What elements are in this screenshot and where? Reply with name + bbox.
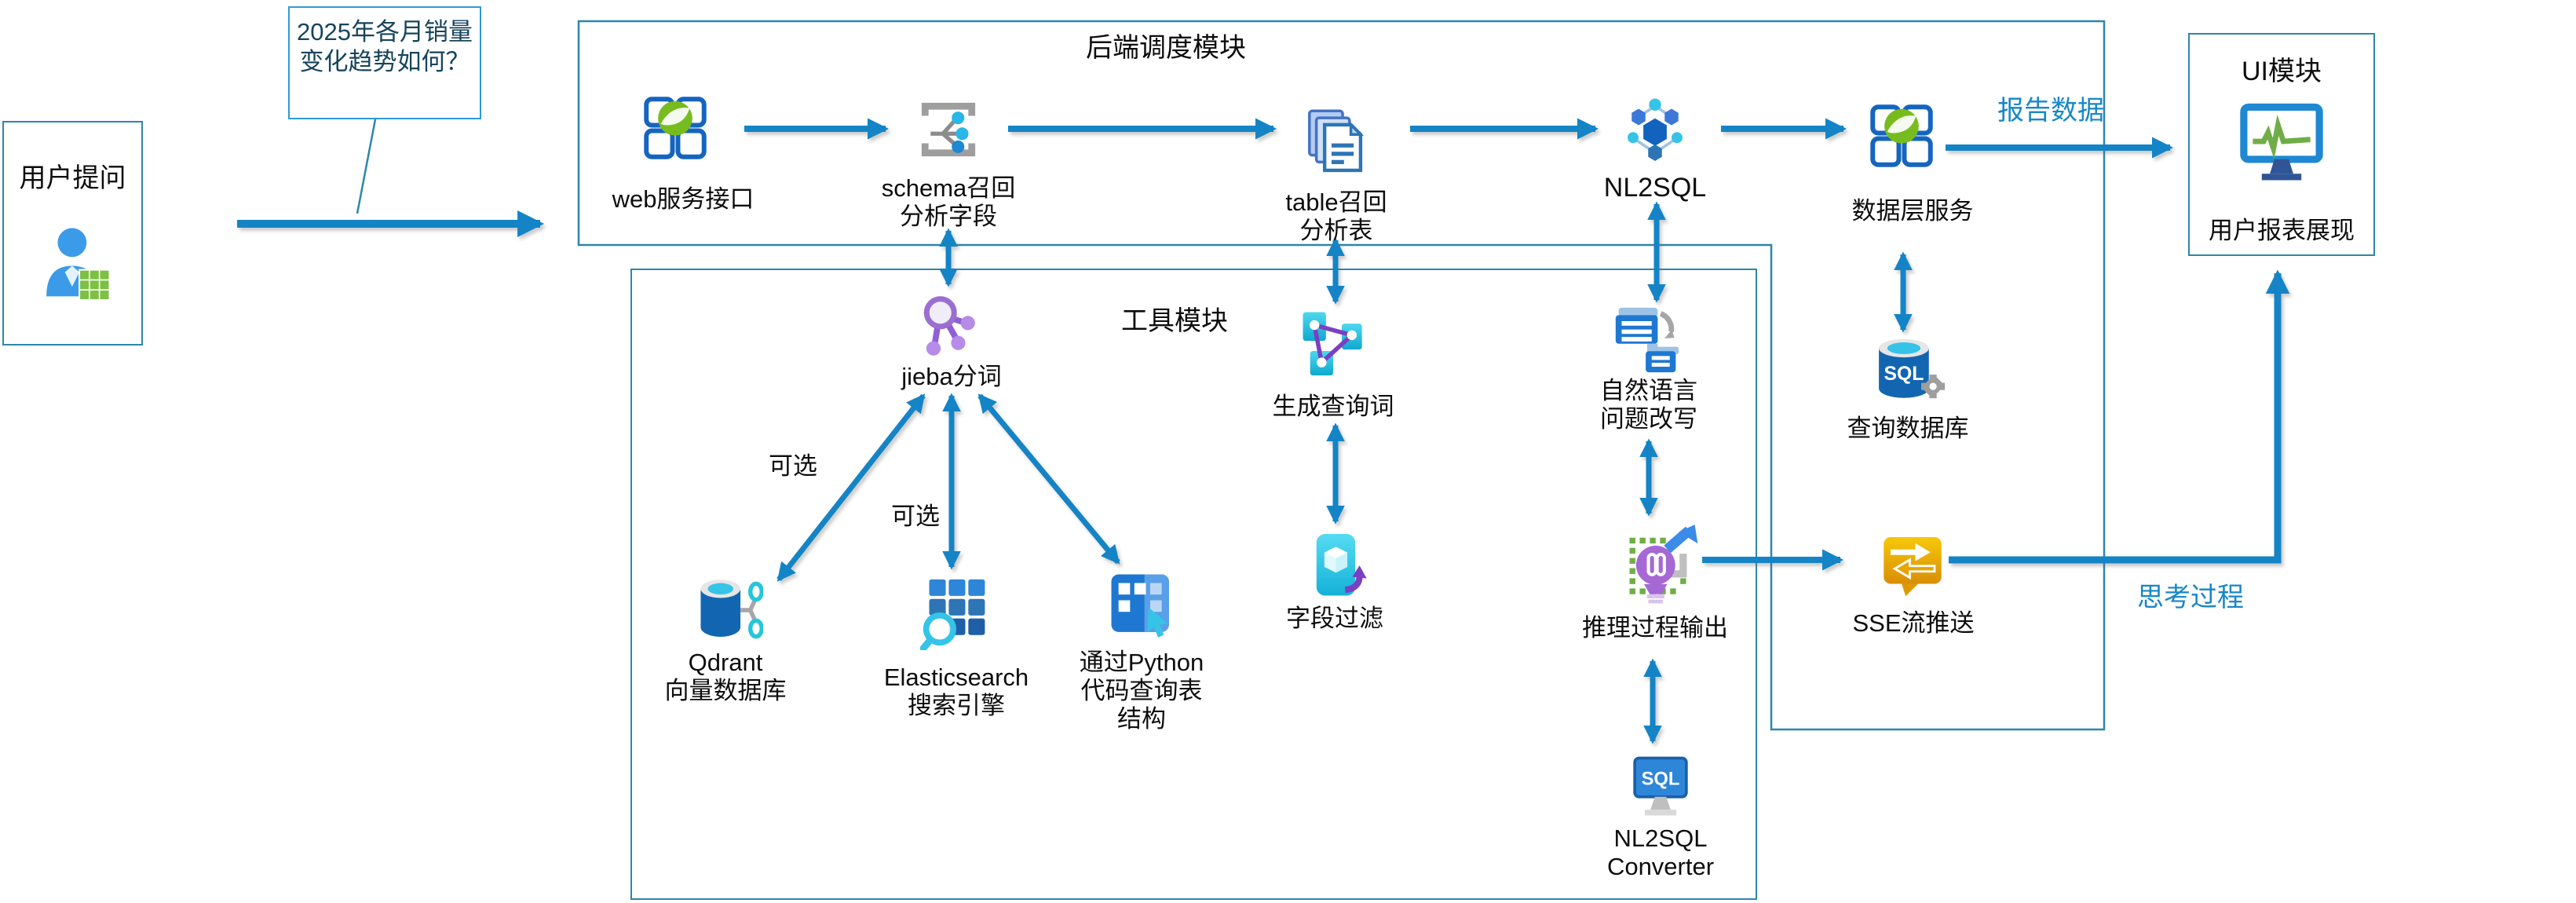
- querydb-label: 查询数据库: [1847, 415, 1969, 442]
- schema-recall-label-1: schema召回: [881, 174, 1016, 202]
- qdrant-label-2: 向量数据库: [664, 677, 787, 704]
- data-layer-spring-icon: [1869, 103, 1935, 169]
- sse-stream-icon: [1880, 531, 1946, 598]
- ui-module-title: UI模块: [2242, 57, 2322, 86]
- field-filter-label: 字段过滤: [1286, 605, 1383, 632]
- schema-recall-label-2: 分析字段: [900, 203, 997, 230]
- sse-label: SSE流推送: [1852, 609, 1975, 637]
- web-service-label: web服务接口: [612, 185, 755, 213]
- elasticsearch-label-2: 搜索引擎: [908, 692, 1005, 719]
- querygen-label: 生成查询词: [1272, 393, 1394, 420]
- table-recall-documents-icon: [1303, 107, 1371, 176]
- report-data-edge-label: 报告数据: [1997, 96, 2104, 126]
- elasticsearch-label-1: Elasticsearch: [883, 664, 1029, 691]
- qdrant-vector-db-icon: [689, 573, 763, 647]
- reasoning-label: 推理过程输出: [1582, 614, 1728, 642]
- query-database-sql-icon: SQL: [1873, 335, 1946, 404]
- python-table-cursor-icon: [1107, 570, 1176, 639]
- table-recall-label-1: table召回: [1285, 188, 1387, 216]
- user-person-icon: [42, 225, 112, 307]
- data-layer-label: 数据层服务: [1851, 197, 1974, 225]
- table-recall-label-2: 分析表: [1299, 217, 1373, 244]
- reasoning-output-bulb-icon: [1625, 521, 1701, 606]
- converter-label-1: NL2SQL: [1613, 824, 1708, 852]
- question-callout: 2025年各月销量变化趋势如何？: [288, 6, 481, 119]
- query-word-generation-icon: [1299, 308, 1368, 377]
- python-query-label-1: 通过Python: [1079, 649, 1204, 676]
- ui-module-box: [2188, 33, 2375, 256]
- nl2sql-label: NL2SQL: [1603, 173, 1707, 203]
- optional-label-1: 可选: [769, 452, 817, 480]
- qdrant-label-1: Qdrant: [688, 649, 763, 676]
- converter-label-2: Converter: [1606, 853, 1715, 880]
- elasticsearch-search-icon: [920, 575, 992, 650]
- svg-text:SQL: SQL: [1642, 769, 1680, 789]
- field-filter-icon: [1306, 531, 1372, 603]
- ui-monitor-chart-icon: [2238, 101, 2325, 182]
- jieba-tokenizer-icon: [917, 292, 983, 358]
- rewrite-label-1: 自然语言: [1600, 377, 1697, 404]
- backend-module-title: 后端调度模块: [1086, 33, 1246, 63]
- nl-question-rewrite-icon: [1611, 305, 1683, 374]
- python-query-label-3: 结构: [1117, 705, 1166, 733]
- nl2sql-hexagon-icon: [1622, 95, 1688, 161]
- nl2sql-converter-icon: SQL: [1626, 754, 1695, 820]
- user-box-title: 用户提问: [19, 163, 126, 193]
- jieba-label: jieba分词: [901, 363, 1002, 390]
- user-question-box: [2, 121, 143, 345]
- ui-display-label: 用户报表展现: [2209, 217, 2355, 244]
- schema-recall-icon: [915, 97, 981, 163]
- python-query-label-2: 代码查询表: [1080, 677, 1203, 704]
- optional-label-2: 可选: [891, 503, 940, 530]
- rewrite-label-2: 问题改写: [1600, 405, 1697, 433]
- tools-module-title: 工具模块: [1121, 306, 1228, 336]
- callout-leader-line: [356, 119, 377, 214]
- sse-to-ui-arrow: [1949, 269, 2290, 564]
- tools-module-box: [630, 269, 1757, 900]
- thinking-process-edge-label: 思考过程: [2137, 583, 2244, 612]
- web-service-spring-icon: [642, 95, 708, 161]
- svg-text:SQL: SQL: [1884, 364, 1924, 385]
